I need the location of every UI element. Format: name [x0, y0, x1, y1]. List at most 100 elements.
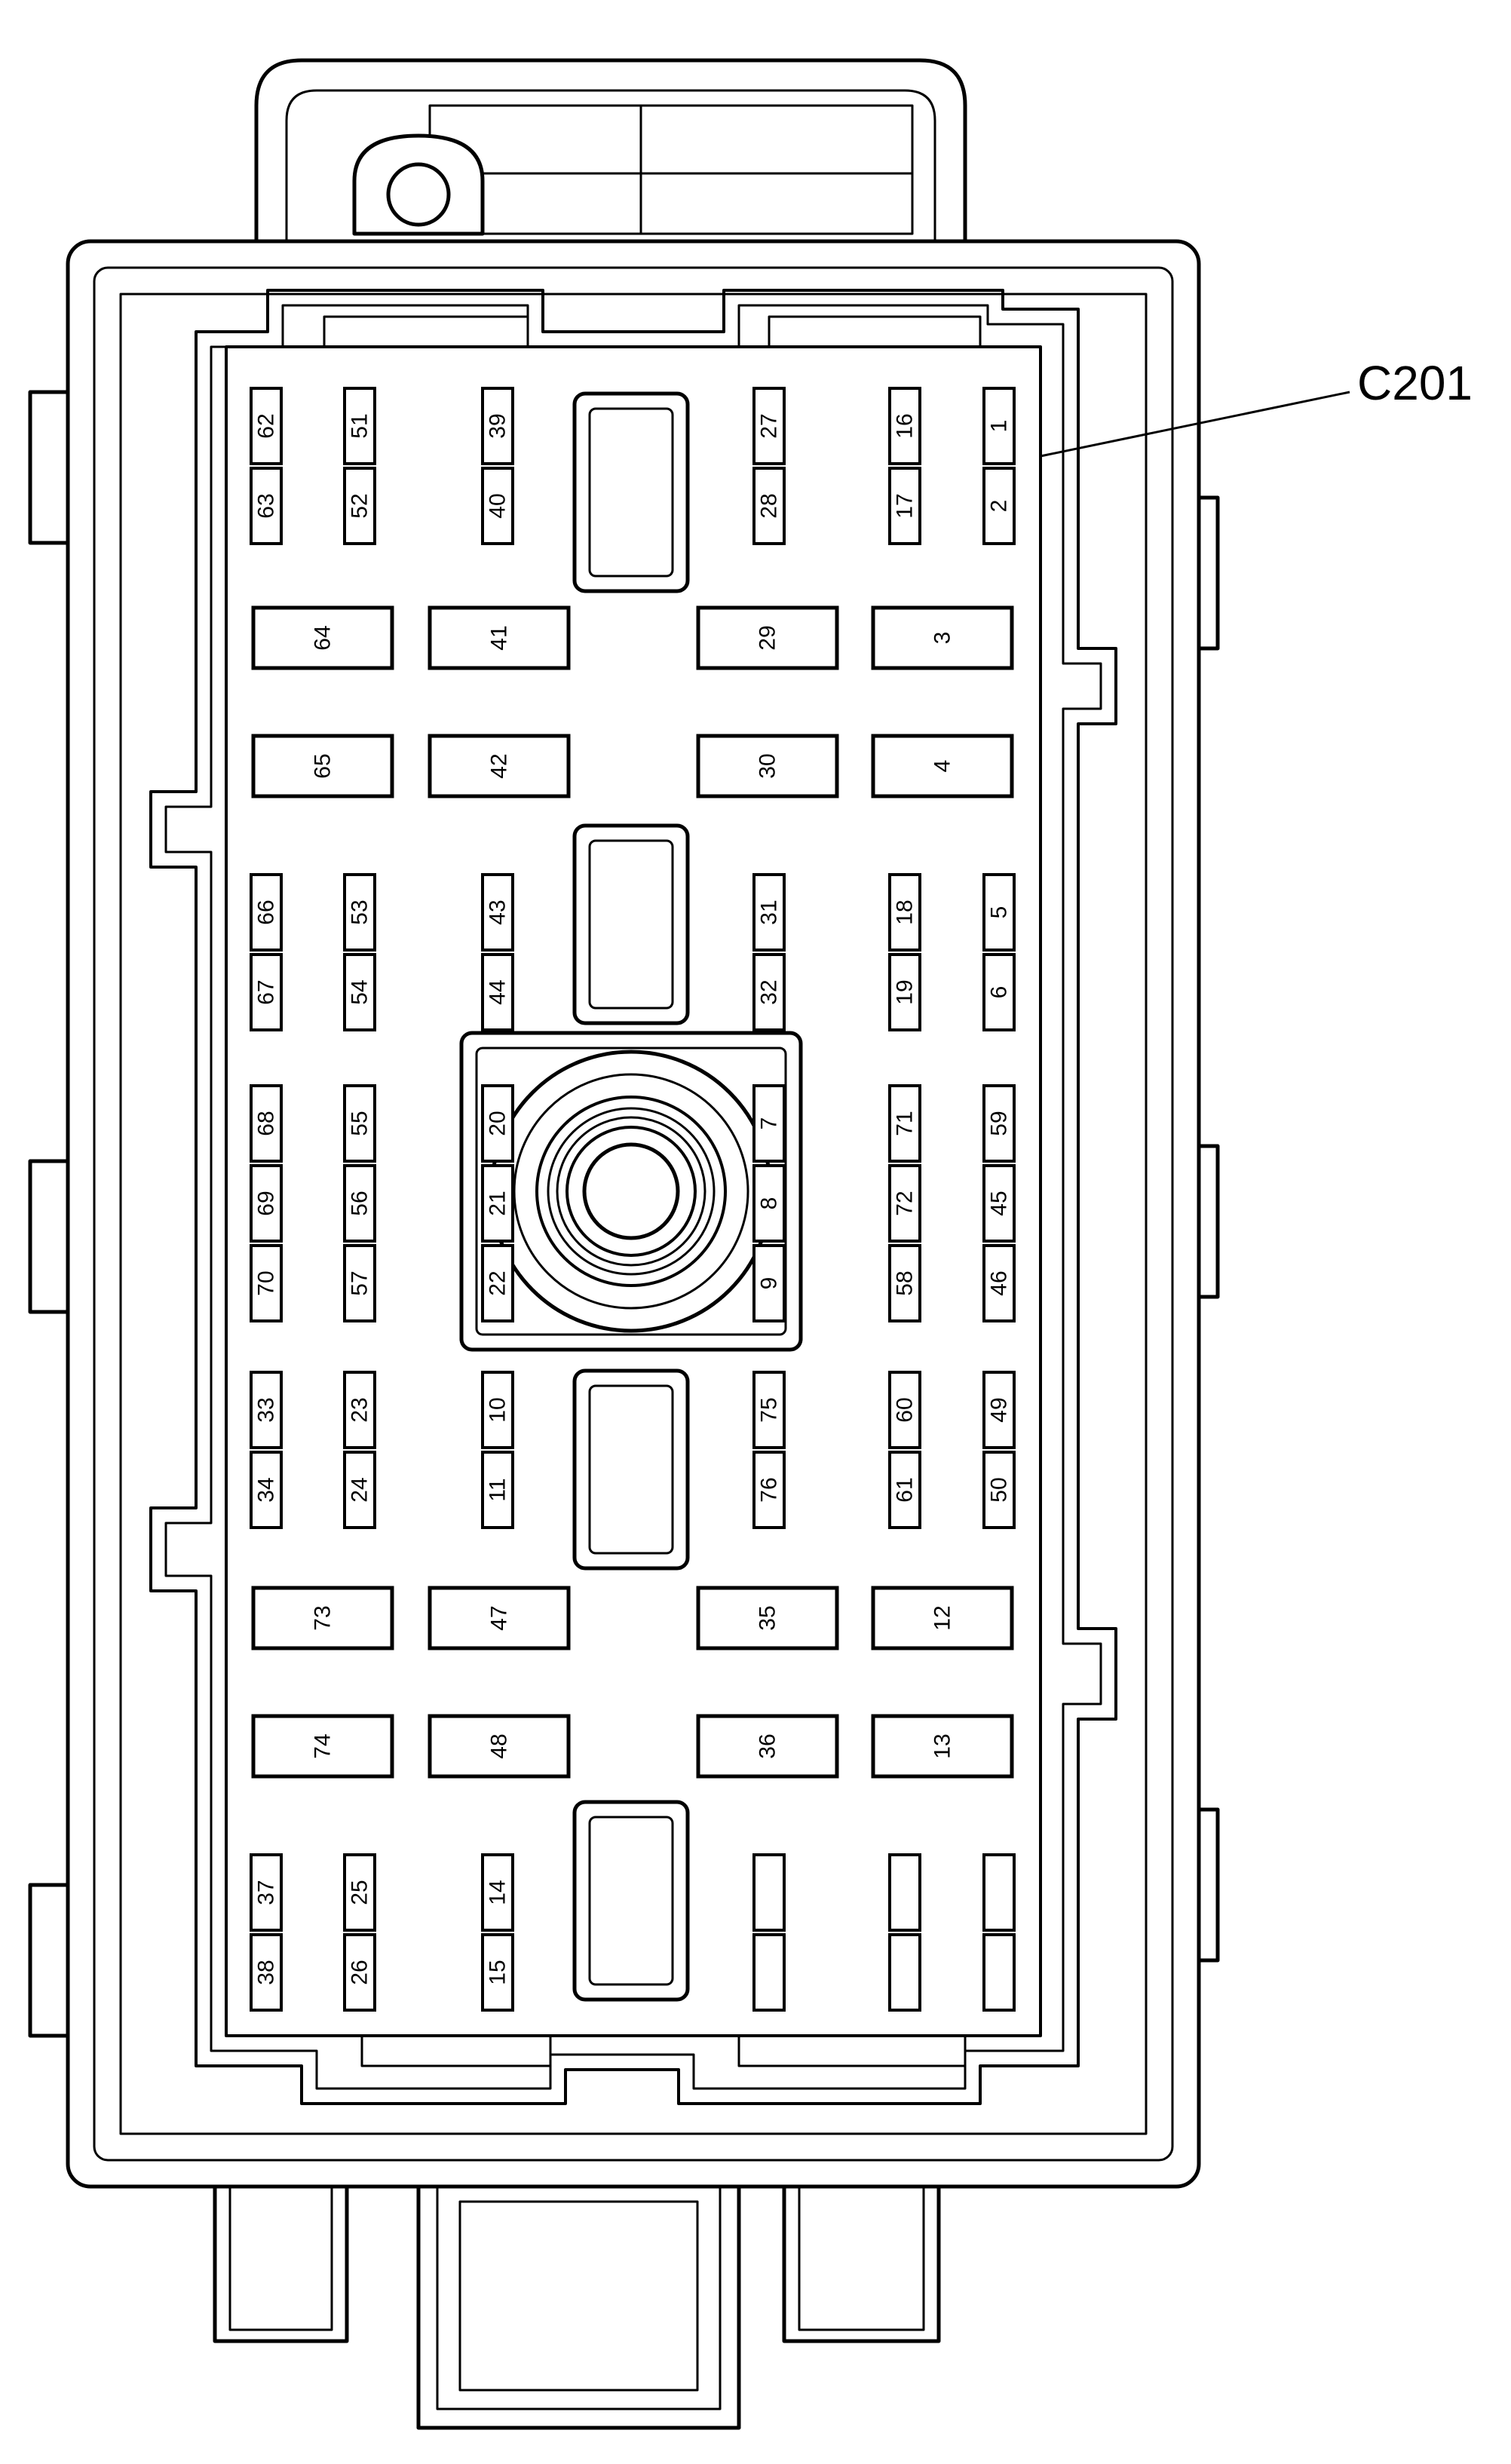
mini-fuse-label: 2: [987, 500, 1012, 513]
connector-callout: C201: [1040, 356, 1473, 458]
mini-fuse-40: 40: [481, 467, 514, 545]
mini-fuse-slot: [888, 467, 921, 545]
mini-fuse-label: 31: [757, 899, 782, 924]
mini-fuse-27: 27: [752, 387, 786, 465]
top-mounting-tab: [254, 58, 967, 251]
mini-fuse-label: 58: [893, 1270, 918, 1295]
big-fuse-label: 29: [756, 625, 780, 650]
mini-fuse-56: 56: [343, 1164, 376, 1243]
mini-fuse-slot: [481, 467, 514, 545]
mini-fuse-72: 72: [888, 1164, 921, 1243]
mini-fuse-label: 57: [348, 1270, 372, 1295]
mini-fuse-slot: [481, 1371, 514, 1449]
big-fuse-36: 36: [696, 1714, 839, 1779]
big-fuse-29: 29: [696, 605, 839, 670]
mini-fuse-17: 17: [888, 467, 921, 545]
mini-fuse-label: 8: [757, 1197, 782, 1210]
mini-fuse-label: 40: [486, 493, 510, 518]
big-fuse-label: 73: [311, 1605, 336, 1630]
mini-fuse-slot: [752, 1371, 786, 1449]
mini-fuse-slot: [250, 953, 283, 1031]
mini-fuse-label: 46: [987, 1270, 1012, 1295]
big-fuse-label: 48: [487, 1733, 512, 1758]
mini-fuse-label: 45: [987, 1191, 1012, 1215]
mini-fuse-slot: [888, 1164, 921, 1243]
mini-fuse-undefined: [982, 1853, 1016, 1932]
power-stud: [459, 1031, 803, 1352]
mini-fuse-75: 75: [752, 1371, 786, 1449]
mini-fuse-undefined: [888, 1853, 921, 1932]
big-fuse-35: 35: [696, 1586, 839, 1650]
mini-fuse-19: 19: [888, 953, 921, 1031]
mini-fuse-46: 46: [982, 1244, 1016, 1322]
mini-fuse-38: 38: [250, 1933, 283, 2012]
mini-fuse-label: 76: [757, 1477, 782, 1502]
mini-fuse-slot: [982, 1371, 1016, 1449]
big-fuse-slot: [428, 605, 571, 670]
mini-fuse-label: 11: [486, 1478, 510, 1501]
mini-fuse-slot: [752, 1164, 786, 1243]
big-fuse-label: 47: [487, 1605, 512, 1630]
mini-fuse-label: 9: [757, 1277, 782, 1290]
mini-fuse-slot: [481, 953, 514, 1031]
mini-fuse-label: 61: [893, 1477, 918, 1502]
mini-fuse-slot: [752, 1084, 786, 1163]
mini-fuse-label: 62: [254, 413, 279, 438]
mini-fuse-label: 69: [254, 1191, 279, 1215]
mini-fuse-slot: [250, 1244, 283, 1322]
mini-fuse-slot: [343, 1933, 376, 2012]
mini-fuse-slot: [343, 1853, 376, 1932]
mini-fuse-slot: [250, 1371, 283, 1449]
mini-fuse-10: 10: [481, 1371, 514, 1449]
mini-fuse-15: 15: [481, 1933, 514, 2012]
mini-fuse-slot: [982, 467, 1016, 545]
mini-fuse-label: 70: [254, 1270, 279, 1295]
mini-fuse-slot: [343, 873, 376, 952]
big-fuse-slot: [428, 734, 571, 798]
mini-fuse-label: 43: [486, 899, 510, 924]
big-fuse-label: 42: [487, 753, 512, 778]
inner-rim: [149, 289, 1117, 2105]
mini-fuse-label: 20: [486, 1111, 510, 1135]
mini-fuse-slot: [888, 1451, 921, 1529]
mini-fuse-8: 8: [752, 1164, 786, 1243]
mini-fuse-1: 1: [982, 387, 1016, 465]
mini-fuse-slot: [250, 1451, 283, 1529]
mini-fuse-51: 51: [343, 387, 376, 465]
mini-fuse-slot: [888, 1244, 921, 1322]
mini-fuse-slot: [343, 1164, 376, 1243]
center-slots: [572, 391, 690, 2002]
mini-fuse-label: 27: [757, 413, 782, 438]
mini-fuse-label: 1: [987, 420, 1012, 433]
mini-fuse-slot: [982, 873, 1016, 952]
mini-fuse-16: 16: [888, 387, 921, 465]
mini-fuse-20: 20: [481, 1084, 514, 1163]
big-fuse-slot: [428, 1586, 571, 1650]
mini-fuse-21: 21: [481, 1164, 514, 1243]
mini-fuse-label: 71: [893, 1111, 918, 1135]
mini-fuse-label: 22: [486, 1270, 510, 1295]
big-fuse-label: 12: [930, 1605, 955, 1630]
mini-fuse-label: 37: [254, 1880, 279, 1905]
mini-fuse-slot: [481, 1853, 514, 1932]
big-fuse-64: 64: [251, 605, 394, 670]
big-fuse-12: 12: [871, 1586, 1014, 1650]
mini-fuse-label: 52: [348, 493, 372, 518]
mini-fuse-label: 60: [893, 1397, 918, 1422]
mini-fuse-23: 23: [343, 1371, 376, 1449]
mini-fuse-label: 68: [254, 1111, 279, 1135]
mini-fuse-7: 7: [752, 1084, 786, 1163]
mini-fuse-44: 44: [481, 953, 514, 1031]
mini-fuse-slot: [250, 1084, 283, 1163]
mini-fuse-slot: [250, 873, 283, 952]
mini-fuse-label: 25: [348, 1880, 372, 1905]
mini-fuse-slot: [250, 387, 283, 465]
mini-fuse-label: 59: [987, 1111, 1012, 1135]
big-fuse-slot: [696, 605, 839, 670]
mini-fuse-9: 9: [752, 1244, 786, 1322]
big-fuse-slot: [696, 1586, 839, 1650]
connector-label: C201: [1357, 356, 1473, 410]
mini-fuse-slot: [752, 953, 786, 1031]
mini-fuse-slot: [888, 1084, 921, 1163]
